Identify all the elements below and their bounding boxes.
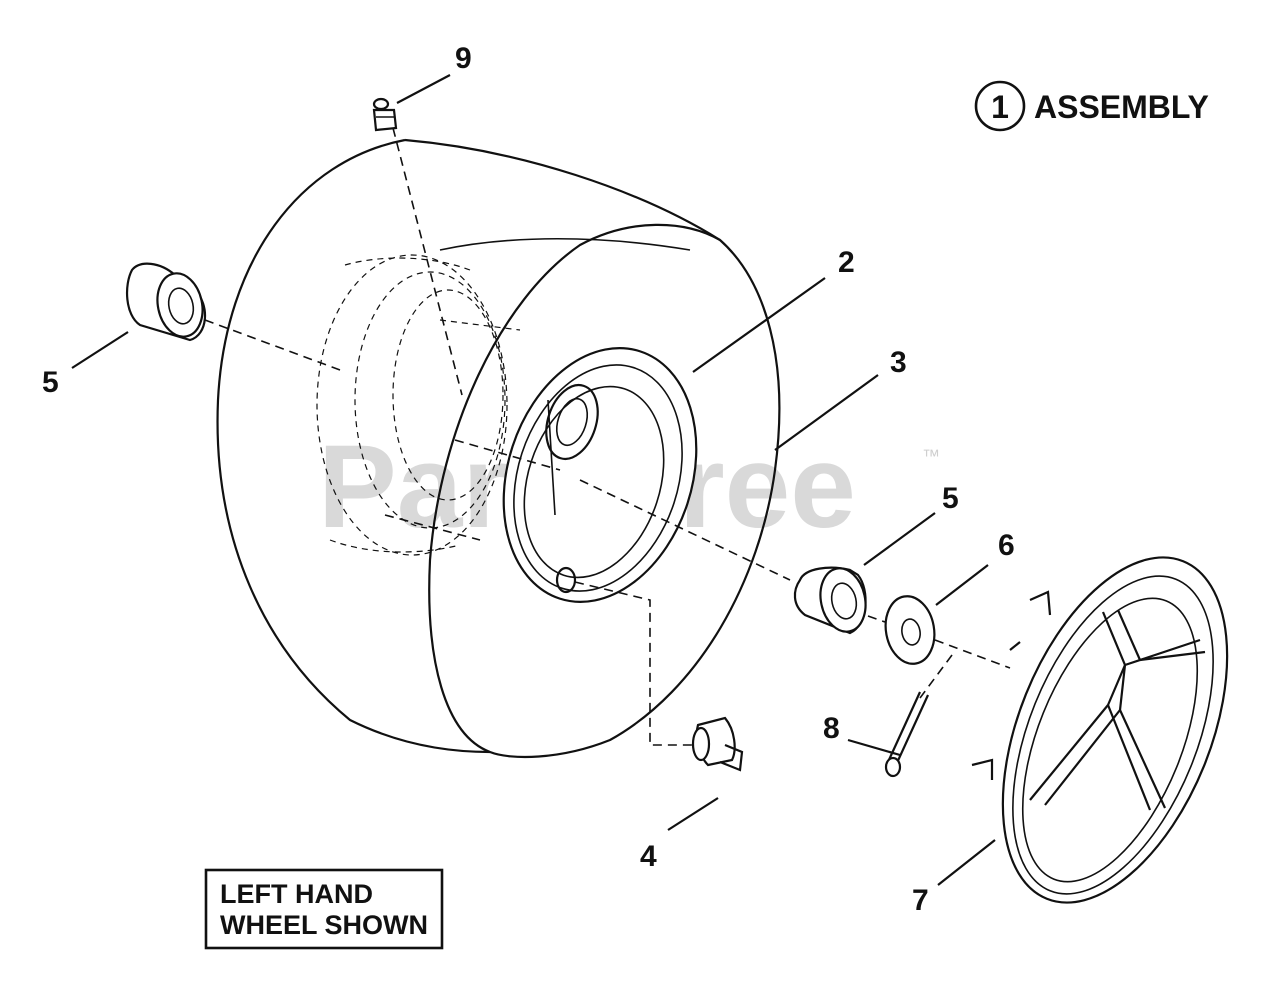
- watermark-trademark: ™: [922, 446, 940, 466]
- rim-part: [502, 347, 698, 603]
- callout-2: 2: [838, 246, 855, 279]
- assembly-lines: [204, 127, 1011, 746]
- note-box: LEFT HAND WHEEL SHOWN: [204, 868, 444, 950]
- hub-cap-part: [971, 556, 1229, 904]
- callout-4: 4: [640, 840, 657, 873]
- cotter-pin-part: [884, 691, 930, 778]
- callout-5-right: 5: [942, 482, 959, 515]
- callout-9: 9: [455, 42, 472, 75]
- callout-8: 8: [823, 712, 840, 745]
- bearing-left-part: [126, 262, 207, 342]
- callout-labels: 9 5 2 3 5 6 8 4 7: [42, 42, 1015, 917]
- washer-part: [884, 595, 936, 665]
- bearing-right-part: [793, 566, 867, 635]
- callout-5-left: 5: [42, 366, 59, 399]
- rim-back-hidden: [316, 254, 521, 556]
- note-line-2: WHEEL SHOWN: [220, 910, 428, 940]
- assembly-number: 1: [991, 89, 1009, 125]
- assembly-label: ASSEMBLY: [1034, 89, 1209, 125]
- valve-stem-part: [691, 716, 744, 772]
- leader-lines: [71, 74, 996, 886]
- callout-7: 7: [912, 884, 929, 917]
- callout-3: 3: [890, 346, 907, 379]
- grease-fitting-part: [372, 97, 398, 132]
- note-line-1: LEFT HAND: [220, 879, 373, 909]
- tire-part: [216, 138, 781, 759]
- assembly-header: 1 ASSEMBLY: [974, 80, 1209, 132]
- callout-6: 6: [998, 529, 1015, 562]
- assembly-circle: [974, 80, 1026, 132]
